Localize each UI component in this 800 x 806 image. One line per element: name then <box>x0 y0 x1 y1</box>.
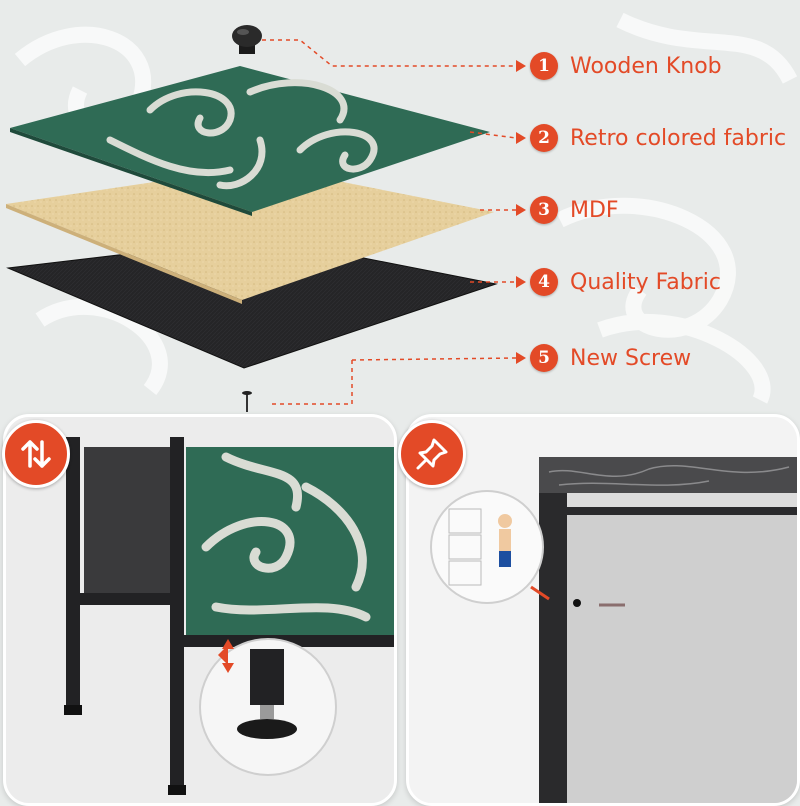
up-down-arrows-icon <box>2 420 70 488</box>
component-name: Wooden Knob <box>570 53 722 79</box>
component-label-2: 2 Retro colored fabric <box>530 121 786 155</box>
mdf-layer <box>6 166 494 300</box>
number-badge: 4 <box>530 268 558 296</box>
adjustable-feet-illustration <box>6 417 394 803</box>
pushpin-icon <box>398 420 466 488</box>
anti-tip-illustration <box>409 417 797 803</box>
component-label-5: 5 New Screw <box>530 341 691 375</box>
number-badge: 3 <box>530 196 558 224</box>
component-name: MDF <box>570 197 619 223</box>
number-badge: 2 <box>530 124 558 152</box>
number-badge: 1 <box>530 52 558 80</box>
screw <box>242 391 252 412</box>
number-badge: 5 <box>530 344 558 372</box>
component-label-4: 4 Quality Fabric <box>530 265 721 299</box>
exploded-layers-illustration <box>6 25 526 412</box>
leader-line-5 <box>270 360 353 405</box>
component-name: New Screw <box>570 345 692 371</box>
wooden-knob <box>232 25 262 54</box>
adjustable-feet-panel <box>3 414 397 806</box>
component-label-3: 3 MDF <box>530 193 619 227</box>
anti-tip-panel <box>406 414 800 806</box>
component-label-1: 1 Wooden Knob <box>530 49 722 83</box>
component-name: Quality Fabric <box>570 269 721 295</box>
leader-line-1 <box>262 39 516 67</box>
retro-fabric-layer <box>10 66 490 216</box>
component-name: Retro colored fabric <box>570 125 787 151</box>
